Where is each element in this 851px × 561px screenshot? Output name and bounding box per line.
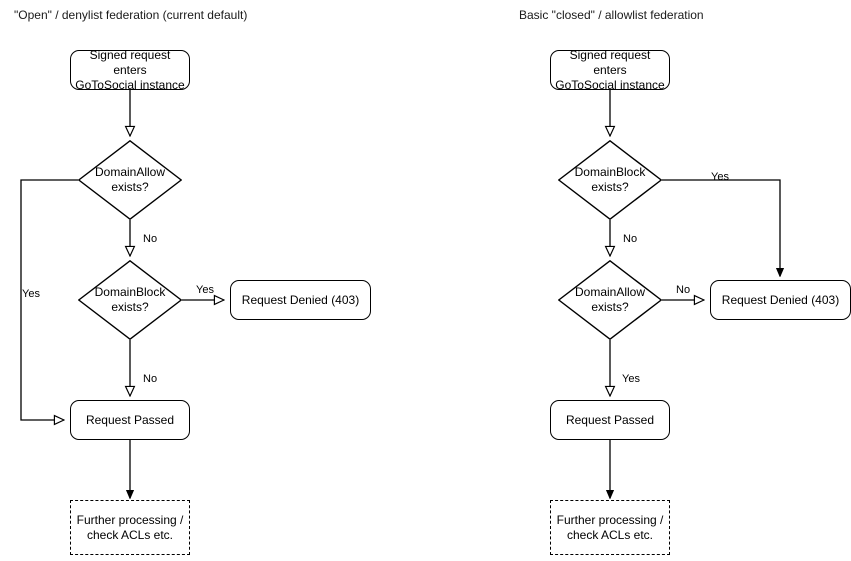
diamond-shape-icon: [558, 140, 662, 220]
left-further-processing-label: Further processing / check ACLs etc.: [76, 512, 184, 542]
right-further-processing-node[interactable]: Further processing / check ACLs etc.: [550, 500, 670, 555]
right-request-passed-label: Request Passed: [565, 412, 655, 427]
left-request-passed-node[interactable]: Request Passed: [70, 400, 190, 440]
left-request-denied-node[interactable]: Request Denied (403): [230, 280, 371, 320]
left-decision1-label: DomainAllow exists?: [94, 165, 166, 194]
left-flow-title: "Open" / denylist federation (current de…: [14, 8, 248, 22]
right-edge-label-decision2-yes: Yes: [622, 373, 640, 385]
left-request-denied-label: Request Denied (403): [241, 292, 360, 307]
right-decision1-label: DomainBlock exists?: [574, 165, 646, 194]
left-edge-label-decision1-yes: Yes: [22, 288, 40, 300]
right-entry-node[interactable]: Signed request enters GoToSocial instanc…: [550, 47, 670, 92]
diamond-shape-icon: [558, 260, 662, 340]
left-entry-node[interactable]: Signed request enters GoToSocial instanc…: [70, 47, 190, 92]
right-decision2-label: DomainAllow exists?: [574, 285, 646, 314]
left-edge-label-decision1-no: No: [143, 233, 158, 245]
left-decision-domainblock[interactable]: DomainBlock exists?: [78, 260, 182, 340]
right-entry-label: Signed request enters GoToSocial instanc…: [555, 47, 665, 92]
left-edge-label-decision2-yes: Yes: [196, 284, 214, 296]
right-decision-domainblock[interactable]: DomainBlock exists?: [558, 140, 662, 220]
diamond-shape-icon: [78, 140, 182, 220]
right-edge-label-decision2-no: No: [676, 284, 691, 296]
right-further-processing-label: Further processing / check ACLs etc.: [556, 512, 664, 542]
right-edge-label-decision1-yes: Yes: [711, 171, 729, 183]
edge-left-decision1-yes-to-passed: [20, 179, 78, 420]
edge-right-decision1-yes-to-denied: [662, 179, 780, 276]
right-edge-label-decision1-no: No: [623, 233, 638, 245]
right-decision-domainallow[interactable]: DomainAllow exists?: [558, 260, 662, 340]
right-flow-title: Basic "closed" / allowlist federation: [519, 8, 704, 22]
left-entry-label: Signed request enters GoToSocial instanc…: [75, 47, 185, 92]
right-request-denied-label: Request Denied (403): [721, 292, 840, 307]
left-decision-domainallow[interactable]: DomainAllow exists?: [78, 140, 182, 220]
left-decision2-label: DomainBlock exists?: [94, 285, 166, 314]
right-request-denied-node[interactable]: Request Denied (403): [710, 280, 851, 320]
right-request-passed-node[interactable]: Request Passed: [550, 400, 670, 440]
left-edge-label-decision2-no: No: [143, 373, 158, 385]
left-further-processing-node[interactable]: Further processing / check ACLs etc.: [70, 500, 190, 555]
left-request-passed-label: Request Passed: [85, 412, 175, 427]
diamond-shape-icon: [78, 260, 182, 340]
